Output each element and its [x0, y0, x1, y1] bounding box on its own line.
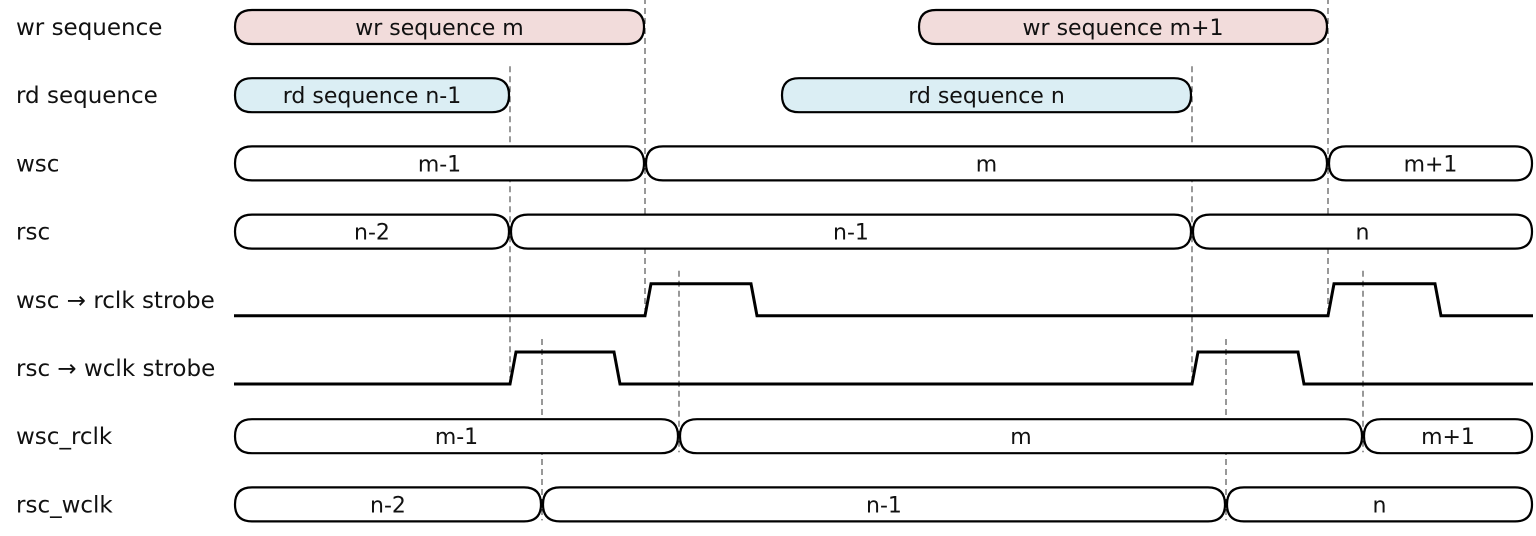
segment-label-wsc-rclk-m-plus1: m+1: [1421, 425, 1475, 450]
waveform-rsc-wclk-strobe: [234, 350, 1533, 386]
segment-rsc-n-2: [233, 213, 511, 250]
segment-rsc-n: [1191, 213, 1534, 250]
signal-row-wsc: wsc m-1 m m+1: [16, 145, 1534, 182]
signal-label-rsc: rsc: [16, 220, 50, 246]
segment-wr-sequence-wr-sequence-m: [233, 8, 646, 46]
segment-rsc-wclk-n-1: [541, 486, 1227, 523]
signal-label-wr-sequence: wr sequence: [16, 15, 162, 41]
segment-label-rd-sequence-rd-sequence-n-1: rd sequence n-1: [283, 84, 462, 109]
segment-label-wr-sequence-wr-sequence-m: wr sequence m: [355, 16, 523, 41]
segment-label-rsc-wclk-n-1: n-1: [866, 493, 902, 518]
segment-wsc-rclk-m-plus1: [1362, 418, 1534, 455]
signal-label-rsc-wclk: rsc_wclk: [16, 492, 113, 518]
segment-wsc-m-plus1: [1327, 145, 1534, 182]
segment-wsc-rclk-m-1: [233, 418, 680, 455]
signal-label-wsc-rclk-strobe: wsc → rclk strobe: [16, 288, 215, 314]
segment-rd-sequence-rd-sequence-n: [780, 77, 1193, 114]
signal-row-rsc: rsc n-2 n-1 n: [16, 213, 1534, 250]
segment-rsc-wclk-n: [1225, 486, 1534, 523]
signal-rows: wr sequence wr sequence m wr sequence m+1 r…: [16, 8, 1534, 523]
segment-label-rsc-n-2: n-2: [354, 221, 390, 246]
signal-row-rsc-wclk: rsc_wclk n-2 n-1 n: [16, 486, 1534, 523]
segment-rd-sequence-rd-sequence-n-1: [233, 77, 511, 114]
segment-wsc-rclk-m: [678, 418, 1364, 455]
signal-row-wsc-rclk: wsc_rclk m-1 m m+1: [16, 418, 1534, 455]
signal-row-rd-sequence: rd sequence rd sequence n-1 rd sequence n: [16, 77, 1193, 114]
signal-label-rd-sequence: rd sequence: [16, 83, 158, 109]
waveform-wsc-rclk-strobe: [234, 282, 1533, 318]
signal-label-rsc-wclk-strobe: rsc → wclk strobe: [16, 356, 215, 382]
segment-label-wsc-rclk-m: m: [1010, 425, 1031, 450]
segment-label-wsc-m-1: m-1: [418, 152, 461, 177]
segment-wsc-m: [644, 145, 1329, 182]
segment-label-wsc-m: m: [976, 152, 997, 177]
segment-wr-sequence-wr-sequence-m-plus1: [917, 8, 1329, 46]
signal-row-rsc-wclk-strobe: rsc → wclk strobe: [16, 350, 1533, 386]
signal-row-wr-sequence: wr sequence wr sequence m wr sequence m+1: [16, 8, 1329, 46]
segment-label-rsc-wclk-n: n: [1373, 493, 1387, 518]
signal-label-wsc-rclk: wsc_rclk: [16, 424, 113, 450]
segment-label-rsc-n: n: [1356, 221, 1370, 246]
signal-row-wsc-rclk-strobe: wsc → rclk strobe: [16, 282, 1533, 318]
segment-label-wsc-rclk-m-1: m-1: [435, 425, 478, 450]
signal-label-wsc: wsc: [16, 151, 59, 177]
segment-label-rsc-wclk-n-2: n-2: [370, 493, 406, 518]
segment-label-wsc-m-plus1: m+1: [1404, 152, 1458, 177]
segment-label-wr-sequence-wr-sequence-m-plus1: wr sequence m+1: [1023, 16, 1224, 41]
segment-rsc-wclk-n-2: [233, 486, 543, 523]
segment-rsc-n-1: [509, 213, 1193, 250]
segment-label-rd-sequence-rd-sequence-n: rd sequence n: [908, 84, 1065, 109]
segment-wsc-m-1: [233, 145, 646, 182]
segment-label-rsc-n-1: n-1: [833, 221, 869, 246]
